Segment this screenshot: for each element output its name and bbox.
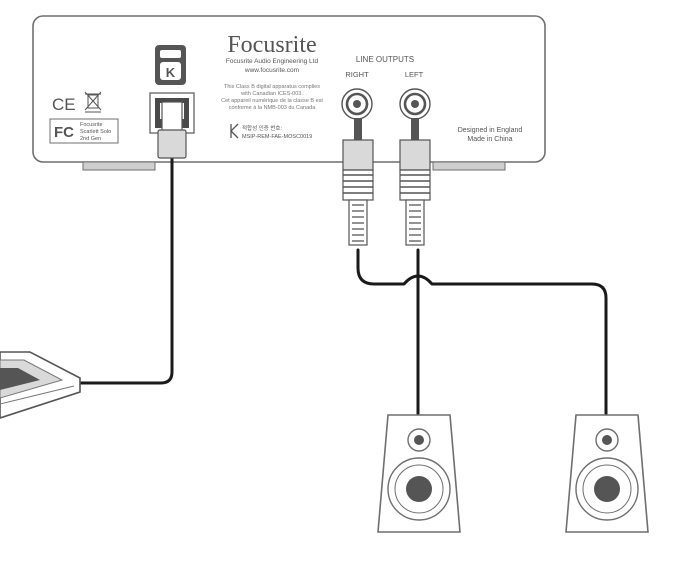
compliance-line-2: with Canadian ICES-003. bbox=[240, 91, 303, 97]
interface-foot-right bbox=[432, 161, 506, 171]
usb-plug bbox=[157, 101, 187, 159]
model-label-line-1: Focusrite bbox=[80, 122, 103, 128]
interface-foot-left bbox=[82, 161, 156, 171]
compliance-line-3: Cet appareil numérique de la classe B es… bbox=[221, 98, 323, 104]
compliance-line-4: conforme à la NMB-003 du Canada bbox=[229, 105, 316, 111]
origin-line-2: Made in China bbox=[467, 136, 512, 143]
model-label-line-2: Scarlett Solo bbox=[80, 129, 111, 135]
left-output-jack bbox=[399, 88, 431, 120]
left-output-label: LEFT bbox=[405, 70, 424, 79]
fcc-mark: FC bbox=[54, 124, 74, 141]
right-output-cable bbox=[356, 248, 608, 417]
brand-logo: Focusrite bbox=[227, 32, 316, 58]
usb-cable bbox=[76, 154, 174, 385]
kc-mark-icon bbox=[230, 123, 239, 139]
line-outputs-label: LINE OUTPUTS bbox=[356, 55, 414, 64]
speaker-left bbox=[377, 414, 461, 533]
audio-interface: K CE FC Focusrite Scarlett Solo 2nd Gen … bbox=[32, 15, 546, 171]
website: www.focusrite.com bbox=[244, 67, 299, 74]
kc-text-line-1: 적합성 인증 번호: bbox=[242, 124, 282, 132]
fcc-label-box bbox=[49, 118, 119, 144]
right-output-jack bbox=[341, 88, 373, 120]
company-name: Focusrite Audio Engineering Ltd bbox=[226, 58, 319, 65]
weee-bin-icon bbox=[84, 91, 102, 113]
compliance-line-1: This Class B digital apparatus complies bbox=[224, 84, 320, 90]
model-label-line-3: 2nd Gen bbox=[80, 136, 101, 142]
origin-line-1: Designed in England bbox=[458, 127, 523, 134]
kc-text-line-2: MSIP-REM-FAE-MOSC0019 bbox=[242, 134, 312, 140]
laptop-icon bbox=[0, 351, 81, 419]
rca-plug-right bbox=[342, 118, 374, 246]
speaker-right bbox=[565, 414, 649, 533]
cables bbox=[76, 154, 608, 417]
ce-mark: CE bbox=[52, 95, 76, 114]
right-output-label: RIGHT bbox=[345, 70, 369, 79]
usb-badge-letter: K bbox=[166, 65, 176, 80]
rca-plug-left bbox=[399, 118, 431, 246]
